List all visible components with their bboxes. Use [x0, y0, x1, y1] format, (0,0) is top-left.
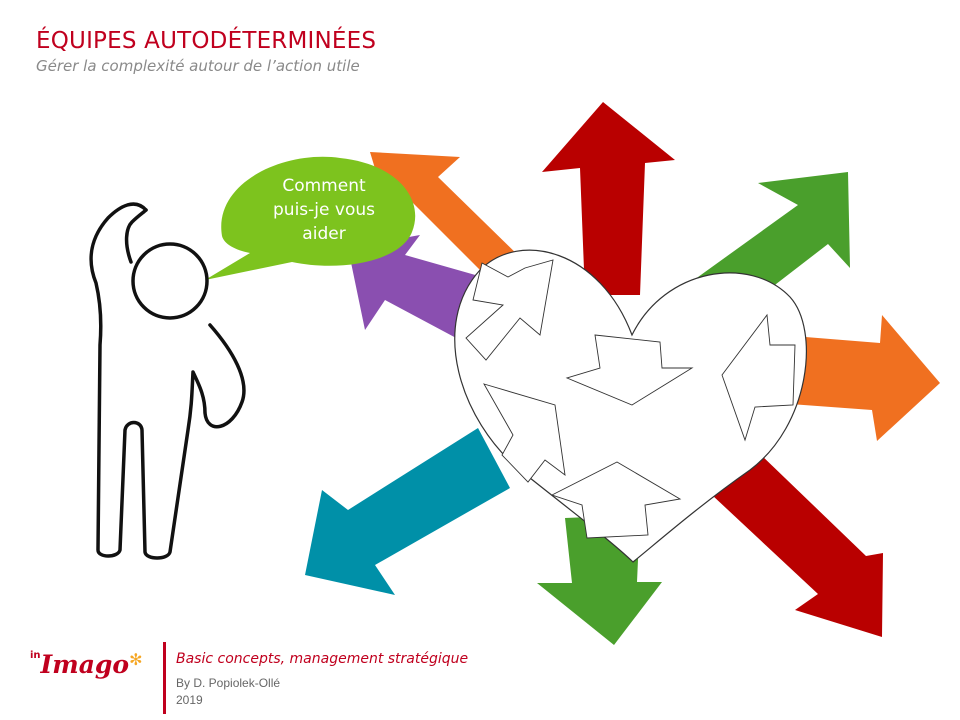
footer-divider [163, 642, 166, 714]
figure-head [131, 242, 209, 320]
speech-bubble-text: Comment puis-je vous aider [248, 174, 400, 246]
orange-arrow-right [790, 315, 940, 441]
footer-author: By D. Popiolek-Ollé [176, 676, 281, 690]
orange-arrow-upper-left [370, 152, 525, 288]
red-arrow-lower-right [712, 452, 883, 637]
page-subtitle: Gérer la complexité autour de l’action u… [36, 57, 360, 75]
bubble-line: Comment [282, 176, 366, 196]
red-arrow-up [542, 102, 675, 295]
logo-name: Imago [40, 650, 130, 679]
figure-raised-arm [124, 208, 148, 264]
butterfly-icon: ✻ [129, 652, 143, 669]
inner-arrow-up-left [465, 259, 554, 361]
inimago-logo: inImago✻ [30, 650, 142, 679]
inner-arrow-up-bottom [550, 461, 682, 539]
footer-year: 2019 [176, 693, 203, 707]
teal-arrow-lower-left [305, 428, 510, 595]
inner-arrow-lower-left [483, 383, 566, 483]
bubble-line: puis-je vous [273, 200, 375, 220]
figure-body [89, 202, 246, 560]
inner-arrow-right [721, 313, 796, 442]
footer-title: Basic concepts, management stratégique [176, 651, 469, 667]
bubble-line: aider [302, 224, 346, 244]
inner-arrow-down [565, 334, 694, 406]
speech-bubble [205, 156, 416, 280]
page-title: ÉQUIPES AUTODÉTERMINÉES [36, 28, 377, 54]
logo-prefix: in [30, 650, 41, 661]
stick-figure [89, 202, 246, 560]
